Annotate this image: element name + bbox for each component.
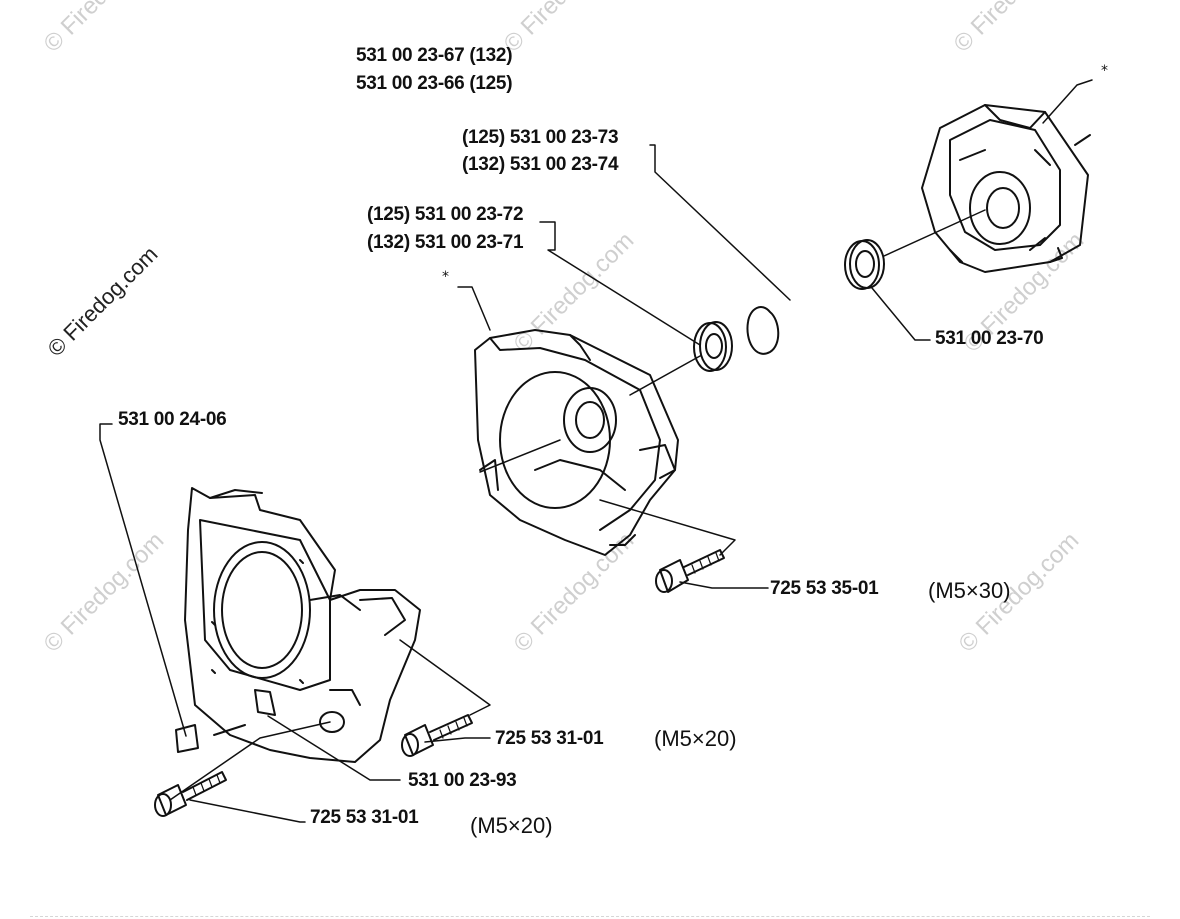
left-screw-lower: [154, 771, 227, 817]
center-screw: [655, 549, 725, 593]
assembly-label-132: 531 00 23-67 (132): [356, 45, 513, 66]
center-screw-size: (M5×30): [928, 578, 1011, 603]
center-bearing: [629, 321, 733, 396]
left-screw-lower-label: 725 53 31-01: [310, 807, 419, 828]
center-screw-label: 725 53 35-01: [770, 578, 879, 599]
bearing-label-125: (125) 531 00 23-72: [367, 204, 524, 225]
right-bearing: [844, 209, 986, 290]
assembly-label-125: 531 00 23-66 (125): [356, 73, 513, 94]
left-screw-lower-size: (M5×20): [470, 813, 553, 838]
right-bearing-label: 531 00 23-70: [935, 328, 1044, 349]
left-screw-upper-label: 725 53 31-01: [495, 728, 604, 749]
asterisk-marker: *: [1101, 63, 1108, 79]
right-crankcase-half: [921, 104, 1091, 273]
clip: [175, 724, 246, 753]
snap-ring: [746, 306, 780, 355]
ring-label-125: (125) 531 00 23-73: [462, 127, 619, 148]
asterisk-marker: *: [442, 269, 449, 285]
center-crankcase-half: [474, 329, 679, 556]
left-screw-upper: [401, 714, 473, 757]
left-screw-upper-size: (M5×20): [654, 726, 737, 751]
clip-label: 531 00 24-06: [118, 409, 227, 430]
left-cover-label: 531 00 23-93: [408, 770, 517, 791]
bearing-label-132: (132) 531 00 23-71: [367, 232, 524, 253]
left-cover: [184, 487, 421, 763]
ring-label-132: (132) 531 00 23-74: [462, 154, 619, 175]
bottom-rule: [30, 916, 1150, 917]
